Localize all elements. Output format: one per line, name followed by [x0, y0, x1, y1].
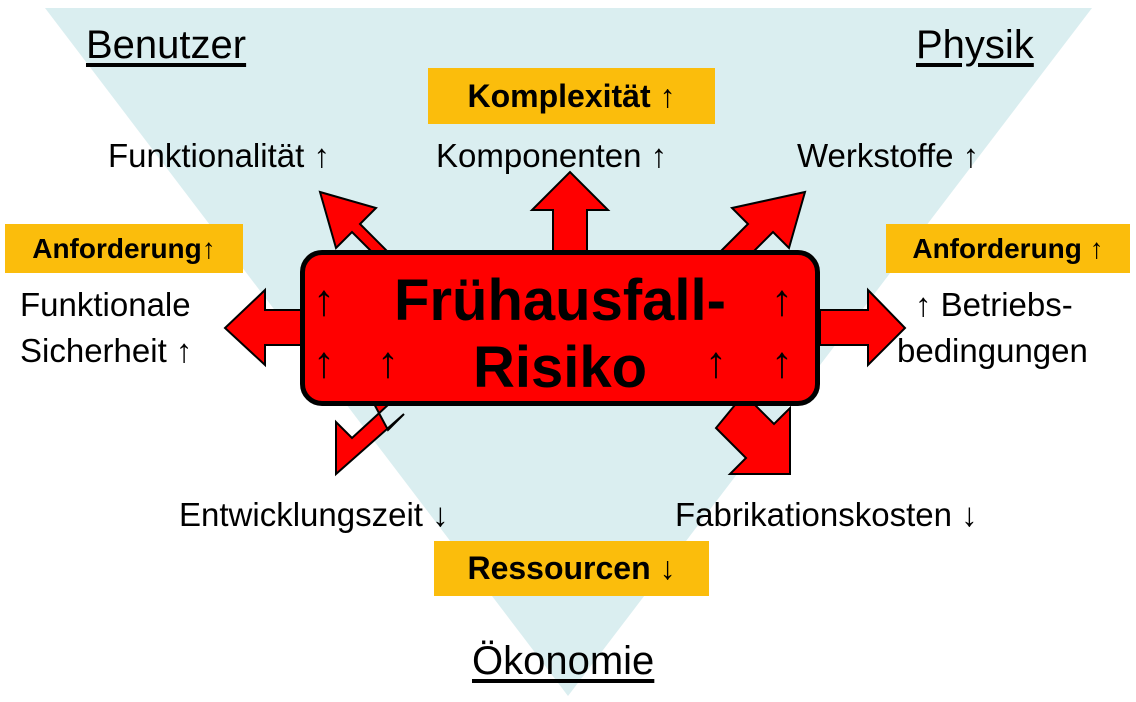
risk-arrow-icon: ↑ — [377, 338, 399, 387]
arrow-up — [529, 170, 611, 253]
risk-arrow-icon: ↑ — [705, 338, 727, 387]
badge-anforderung-left: Anforderung↑ — [5, 224, 243, 273]
risk-title-line1: Frühausfall- — [394, 268, 726, 333]
badge-anforderung-right: Anforderung ↑ — [886, 224, 1130, 273]
badge-ressourcen: Ressourcen ↓ — [434, 541, 709, 596]
risk-arrow-icon: ↑ — [771, 276, 793, 325]
risk-box: Frühausfall- Risiko ↑ ↑ ↑ ↑ ↑ ↑ — [300, 250, 820, 406]
corner-physik: Physik — [916, 23, 1034, 67]
label-sicherheit: Sicherheit ↑ — [20, 332, 193, 369]
risk-arrow-icon: ↑ — [771, 338, 793, 387]
arrow-left — [223, 287, 303, 368]
label-komponenten: Komponenten ↑ — [436, 137, 668, 174]
risk-arrow-icon: ↑ — [313, 276, 335, 325]
arrow-upper-left — [318, 190, 392, 264]
label-betriebs: ↑ Betriebs- — [915, 286, 1073, 323]
badge-komplexitaet: Komplexität ↑ — [428, 68, 715, 124]
arrow-lower-right — [714, 392, 791, 475]
label-funktionale: Funktionale — [20, 286, 191, 323]
risk-arrow-icon: ↑ — [313, 338, 335, 387]
label-bedingungen: bedingungen — [897, 332, 1088, 369]
label-funktionalitaet: Funktionalität ↑ — [108, 137, 330, 174]
arrow-right — [819, 287, 907, 368]
corner-oekonomie: Ökonomie — [472, 639, 655, 683]
label-werkstoffe: Werkstoffe ↑ — [797, 137, 980, 174]
label-fabrikationskosten: Fabrikationskosten ↓ — [675, 496, 978, 533]
corner-benutzer: Benutzer — [86, 23, 247, 67]
label-entwicklungszeit: Entwicklungszeit ↓ — [179, 496, 449, 533]
risk-title-line2: Risiko — [472, 335, 648, 400]
